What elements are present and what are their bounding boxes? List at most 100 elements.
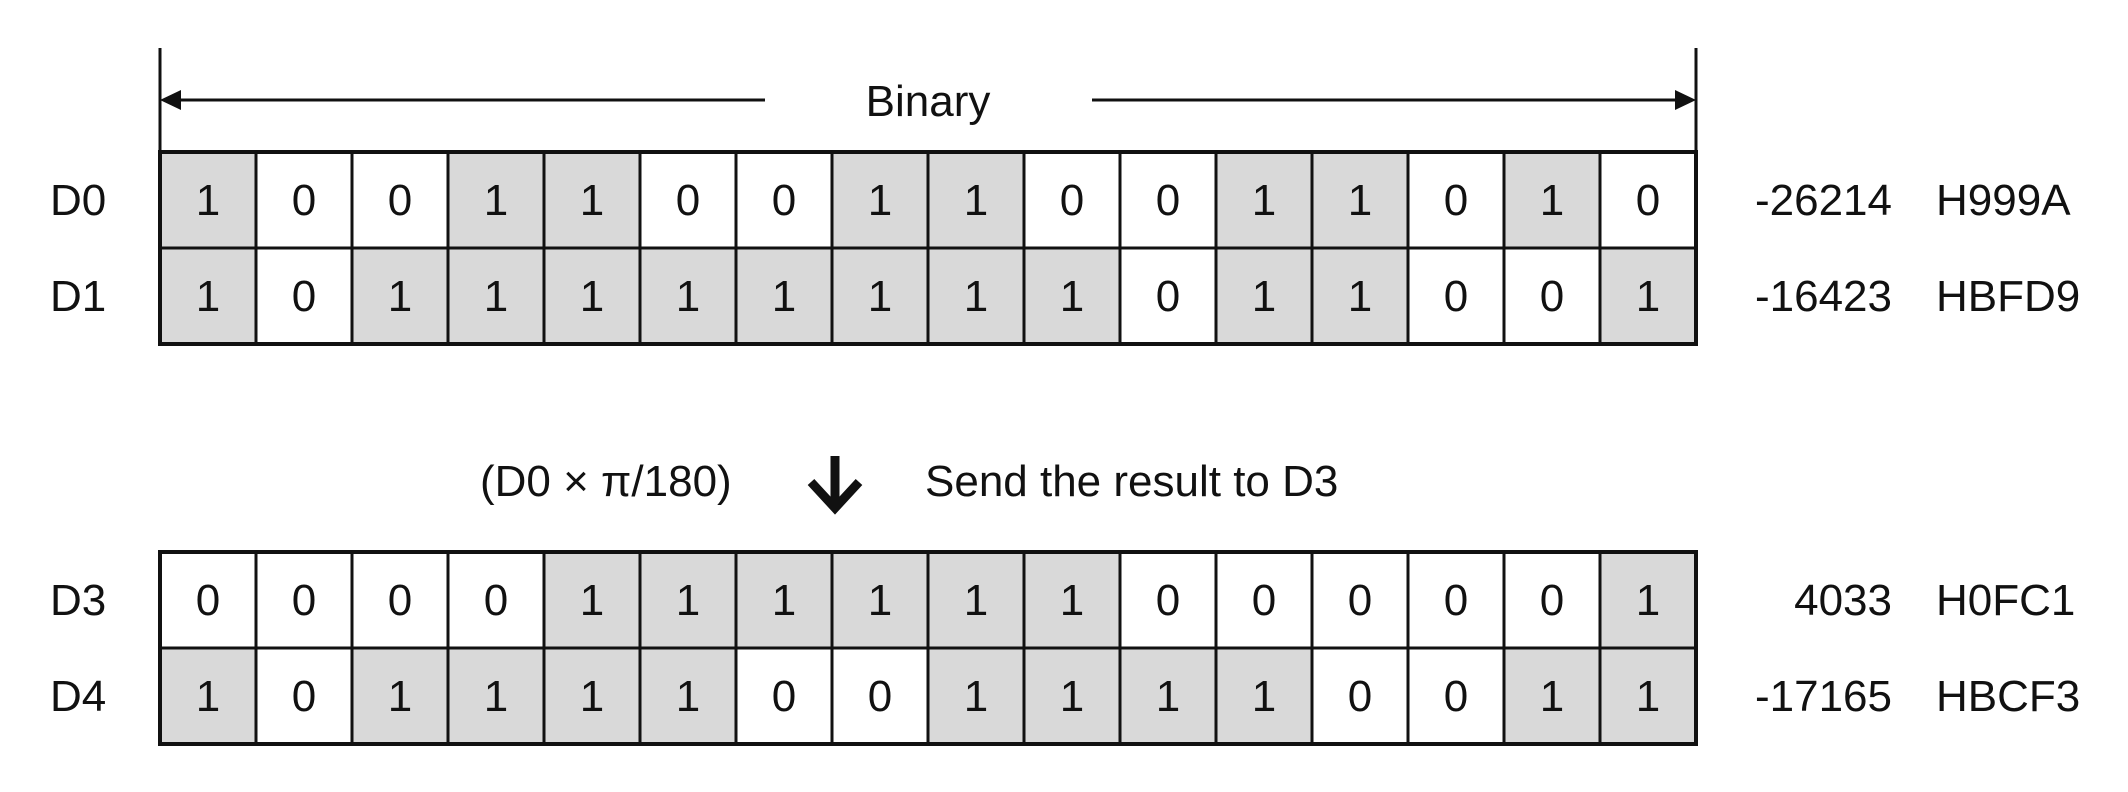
table-border	[158, 550, 1698, 746]
bit-value: 1	[1348, 176, 1372, 225]
bit-value: 0	[1156, 176, 1180, 225]
bit-value: 1	[964, 176, 988, 225]
bit-value: 1	[1252, 672, 1276, 721]
bit-value: 1	[868, 176, 892, 225]
bit-cell	[830, 646, 930, 746]
bit-cell	[1118, 150, 1218, 250]
bit-cell	[638, 246, 738, 346]
bit-cell	[350, 246, 450, 346]
hex-value: H999A	[1936, 176, 2071, 225]
bit-cell	[1214, 646, 1314, 746]
operation-row: (D0 × π/180) Send the result to D3	[480, 456, 1338, 515]
bit-value: 1	[484, 672, 508, 721]
bit-value: 0	[772, 672, 796, 721]
bit-value: 1	[196, 272, 220, 321]
bit-value: 1	[388, 672, 412, 721]
register-label: D1	[50, 272, 106, 321]
bit-value: 1	[484, 176, 508, 225]
bit-value: 1	[580, 672, 604, 721]
decimal-value: 4033	[1794, 576, 1892, 625]
bit-cell	[1118, 550, 1218, 650]
bit-value: 0	[292, 272, 316, 321]
hex-value: HBCF3	[1936, 672, 2080, 721]
bit-value: 0	[292, 672, 316, 721]
bit-value: 0	[484, 576, 508, 625]
bit-value: 0	[868, 672, 892, 721]
bit-value: 0	[1444, 272, 1468, 321]
bit-cell	[1502, 646, 1602, 746]
bit-value: 0	[1348, 672, 1372, 721]
bit-value: 0	[1156, 272, 1180, 321]
bit-value: 1	[868, 272, 892, 321]
bit-value: 1	[1636, 672, 1660, 721]
bit-value: 0	[1156, 576, 1180, 625]
bit-value: 1	[1252, 272, 1276, 321]
bit-value: 0	[1444, 576, 1468, 625]
bit-value: 1	[676, 272, 700, 321]
bit-cell	[158, 150, 258, 250]
bit-value: 0	[196, 576, 220, 625]
bit-cell	[1214, 246, 1314, 346]
bit-value: 1	[868, 576, 892, 625]
bit-value: 0	[676, 176, 700, 225]
bit-value: 1	[1540, 672, 1564, 721]
binary-label: Binary	[866, 77, 991, 126]
bit-cell	[446, 646, 546, 746]
bit-value: 1	[772, 272, 796, 321]
decimal-value: -26214	[1755, 176, 1892, 225]
bit-cell	[254, 246, 354, 346]
left-arrowhead-icon	[160, 90, 181, 110]
down-arrow-icon	[807, 456, 863, 515]
bit-value: 1	[1348, 272, 1372, 321]
bit-value: 1	[964, 272, 988, 321]
bit-value: 1	[196, 176, 220, 225]
bit-value: 0	[1060, 176, 1084, 225]
hex-value: H0FC1	[1936, 576, 2075, 625]
bit-value: 0	[1252, 576, 1276, 625]
bit-cell	[734, 646, 834, 746]
bit-value: 1	[1636, 576, 1660, 625]
operation-formula: (D0 × π/180)	[480, 457, 732, 506]
bit-cell	[542, 550, 642, 650]
bit-cell	[830, 246, 930, 346]
bit-value: 1	[388, 272, 412, 321]
decimal-value: -16423	[1755, 272, 1892, 321]
bit-value: 0	[1348, 576, 1372, 625]
bit-value: 1	[580, 576, 604, 625]
source-register-table: D0 1 0 0 1 1 0 0 1 1 0 0 1 1 0 1 0 -26214 H999A D1 1 0 1 1 1 1 1 1 1…	[50, 150, 2080, 346]
bit-value: 1	[196, 672, 220, 721]
bit-value: 0	[1636, 176, 1660, 225]
decimal-value: -17165	[1755, 672, 1892, 721]
bit-value: 0	[1540, 576, 1564, 625]
bit-cell	[1118, 246, 1218, 346]
bit-cell	[1502, 550, 1602, 650]
bit-value: 0	[772, 176, 796, 225]
bit-value: 1	[1060, 272, 1084, 321]
operation-result-text: Send the result to D3	[925, 457, 1338, 506]
bit-value: 1	[1060, 672, 1084, 721]
bit-value: 1	[772, 576, 796, 625]
bit-value: 1	[1636, 272, 1660, 321]
bit-value: 1	[580, 272, 604, 321]
bit-value: 1	[580, 176, 604, 225]
register-label: D0	[50, 176, 106, 225]
bit-value: 0	[388, 176, 412, 225]
hex-value: HBFD9	[1936, 272, 2080, 321]
bit-value: 1	[676, 576, 700, 625]
bit-value: 1	[964, 576, 988, 625]
bit-value: 1	[1156, 672, 1180, 721]
bit-value: 1	[964, 672, 988, 721]
bit-cell	[1406, 646, 1506, 746]
bit-value: 1	[1540, 176, 1564, 225]
bit-cell	[1118, 646, 1218, 746]
table-border	[158, 150, 1698, 346]
bit-cell	[926, 246, 1026, 346]
bit-cell	[638, 646, 738, 746]
bit-cell	[1022, 646, 1122, 746]
bit-value: 0	[1444, 672, 1468, 721]
